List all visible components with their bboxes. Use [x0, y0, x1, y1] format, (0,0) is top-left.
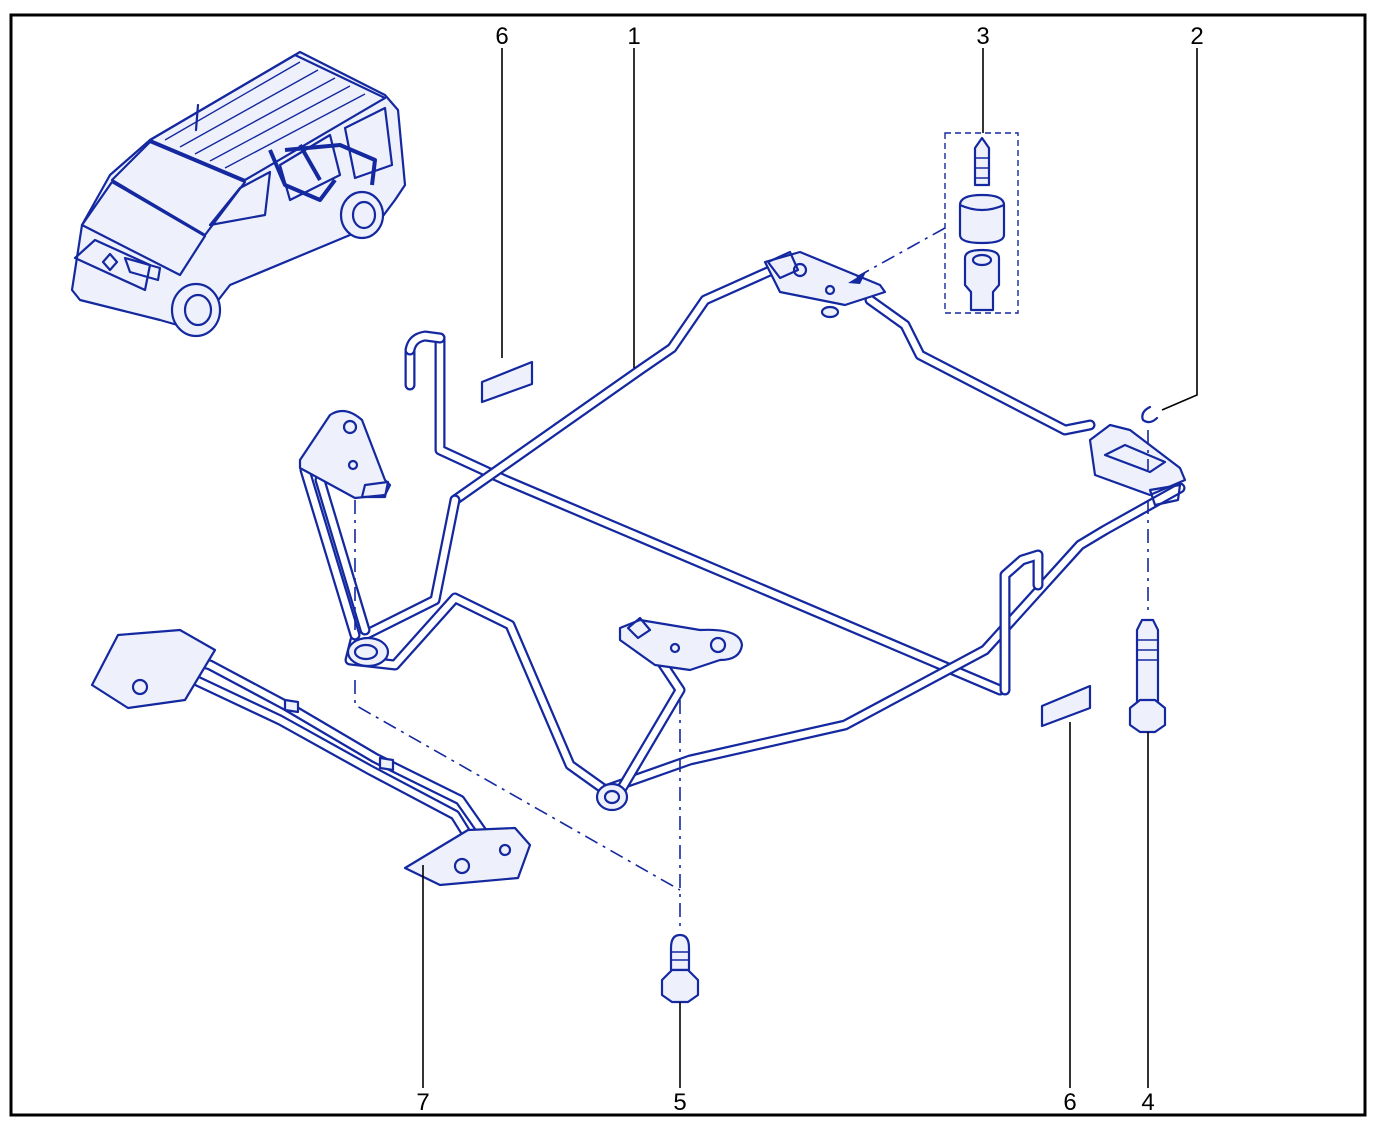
stud-assembly-box — [944, 132, 1019, 314]
callout-6-top: 6 — [495, 23, 508, 50]
callout-1: 1 — [627, 23, 640, 50]
callout-3: 3 — [976, 23, 989, 50]
bolt-part-4 — [1128, 500, 1167, 734]
callout-2: 2 — [1190, 23, 1203, 50]
seat-frame-part-1 — [298, 250, 1187, 812]
bolt-part-5 — [354, 500, 700, 1004]
pad-part-6-right — [1040, 684, 1092, 728]
callout-7: 7 — [416, 1089, 429, 1116]
callout-5: 5 — [673, 1089, 686, 1116]
callouts: 6 1 3 2 7 5 6 4 — [416, 23, 1203, 1116]
vehicle-location-illustration — [70, 50, 407, 338]
cross-bar-part-7 — [90, 628, 532, 887]
leader-lines — [422, 48, 1198, 1088]
callout-4: 4 — [1141, 1089, 1154, 1116]
callout-6-bottom: 6 — [1063, 1089, 1076, 1116]
pad-part-6-left — [480, 360, 534, 404]
clip-part-2 — [1141, 405, 1159, 470]
stud-assembly-part-3 — [848, 132, 1019, 314]
diagram-frame — [9, 13, 1367, 1117]
